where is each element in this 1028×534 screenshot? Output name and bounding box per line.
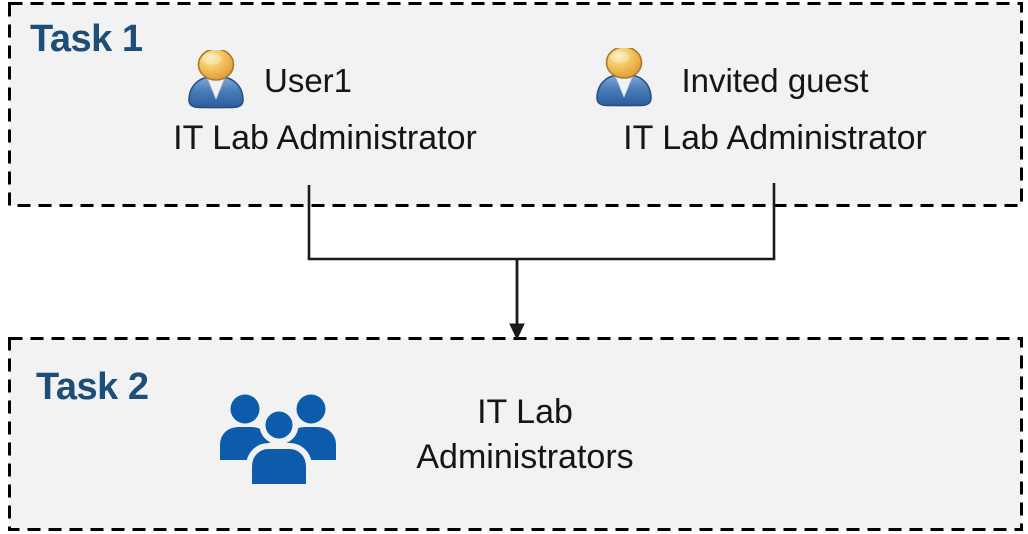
task2-label: Task 2	[36, 366, 149, 408]
single-user-icon	[184, 48, 248, 110]
user1-name: User1	[263, 62, 353, 99]
single-user-icon	[592, 46, 656, 108]
single-user-icon-graphic	[188, 48, 244, 109]
task1-box	[8, 2, 1023, 207]
task2-box	[8, 337, 1023, 531]
user-group-icon	[218, 388, 338, 491]
group-name-line1: IT Lab	[477, 393, 573, 431]
invited-guest-role: IT Lab Administrator	[623, 119, 927, 157]
single-user-icon-graphic	[596, 46, 652, 107]
group-name-line2: Administrators	[416, 438, 634, 476]
invited-guest-name: Invited guest	[681, 62, 869, 99]
user1-role: IT Lab Administrator	[173, 119, 477, 157]
group-name: IT Lab Administrators	[380, 390, 670, 480]
task1-box-outline	[8, 2, 1023, 207]
user-group-icon-graphic	[220, 394, 336, 491]
task2-box-outline	[8, 337, 1023, 531]
task1-label: Task 1	[30, 18, 143, 60]
